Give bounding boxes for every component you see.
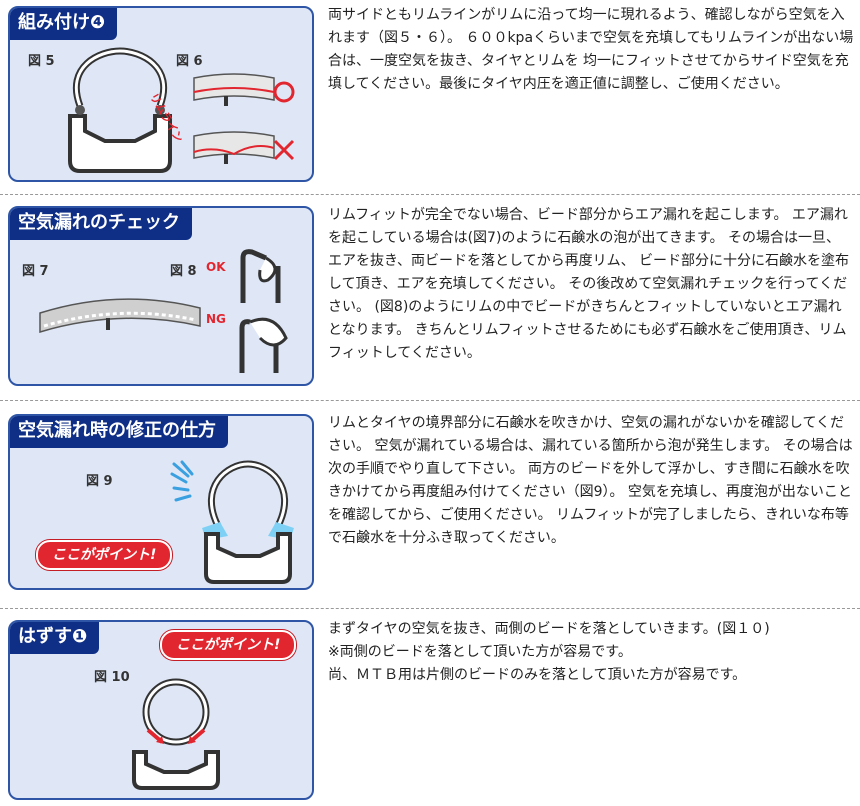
bead-fit-ng [239,317,288,373]
tire-with-soap-bubbles [39,298,201,334]
section-body-text: 両サイドともリムラインがリムに沿って均一に現れるよう、確認しながら空気を入れます… [328,4,854,96]
section-title: 空気漏れのチェック [10,208,192,240]
paragraph: 両サイドともリムラインがリムに沿って均一に現れるよう、確認しながら空気を入れます… [328,7,854,92]
illustration-panel: 組み付け❹ 図 5 図 6 リムライン [8,6,314,182]
ok-label: OK [206,260,226,274]
paragraph: リムとタイヤの境界部分に石鹸水を吹きかけ、空気の漏れがないかを確認してください。… [328,415,853,546]
section-body-text: リムフィットが完全でない場合、ビード部分からエア漏れを起こします。 エア漏れを起… [328,204,854,365]
illustration-panel: はずす❶ ここがポイント! 図 10 [8,620,314,800]
paragraph-line: 尚、ＭＴＢ用は片側のビードのみを落として頂いた方が容易です。 [328,667,747,683]
section-leak-fix: 空気漏れ時の修正の仕方 図 9 ここがポイント! リムとタイヤの境界部分に石鹸水… [0,408,860,598]
illustration-panel: 空気漏れのチェック 図 7 図 8 OK NG [8,206,314,386]
figure-label: 図 10 [94,670,130,685]
divider [0,194,860,195]
tire-rim-remove [132,678,220,790]
paragraph-line: ※両側のビードを落として頂いた方が容易です。 [328,644,632,660]
divider [0,608,860,609]
paragraph: リムフィットが完全でない場合、ビード部分からエア漏れを起こします。 エア漏れを起… [328,207,850,361]
key-point-badge: ここがポイント! [160,630,297,660]
section-title: 組み付け❹ [10,8,118,40]
tire-rim-soap-fix [202,460,294,584]
tire-side-view-good [193,73,275,106]
section-body-text: リムとタイヤの境界部分に石鹸水を吹きかけ、空気の漏れがないかを確認してください。… [328,412,854,550]
spray-lines-icon [170,460,194,502]
figure-label: 図 7 [22,264,49,279]
section-title: 空気漏れ時の修正の仕方 [10,416,228,448]
section-title: はずす❶ [10,622,100,654]
figure-label: 図 9 [86,474,113,489]
section-body-text: まずタイヤの空気を抜き、両側のビードを落としていきます。(図１０) ※両側のビー… [328,618,854,687]
cross-ng-icon [273,139,295,161]
figure-label: 図 5 [28,54,55,69]
circle-ok-icon [273,81,295,103]
divider [0,400,860,401]
illustration-panel: 空気漏れ時の修正の仕方 図 9 ここがポイント! [8,414,314,590]
figure-label: 図 6 [176,54,203,69]
bead-fit-ok [240,249,281,303]
figure-label: 図 8 [170,264,197,279]
key-point-badge: ここがポイント! [36,540,173,570]
tire-side-view-bad [193,131,275,164]
section-leak-check: 空気漏れのチェック 図 7 図 8 OK NG リムフィットが完全でない場合、ビ… [0,200,860,390]
paragraph-line: まずタイヤの空気を抜き、両側のビードを落としていきます。(図１０) [328,621,770,637]
section-removal-1: はずす❶ ここがポイント! 図 10 まずタイヤの空気を抜き、両側のビードを落と… [0,614,860,804]
section-assembly-4: 組み付け❹ 図 5 図 6 リムライン 両サイドともリムラインがリムに沿って均一… [0,0,860,190]
tire-rim-cross-section [68,47,172,173]
ng-label: NG [206,312,226,326]
